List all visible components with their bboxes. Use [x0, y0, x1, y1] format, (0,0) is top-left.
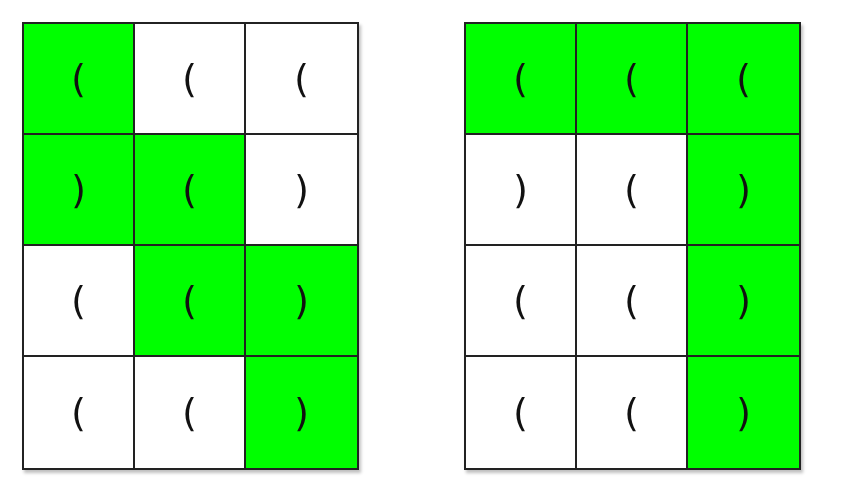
- grid-cell: (: [466, 246, 577, 357]
- grid-cell: (: [24, 246, 135, 357]
- grid-cell: ): [688, 357, 799, 468]
- grid-cell: (: [466, 357, 577, 468]
- grid-cell: (: [135, 357, 246, 468]
- grid-cell: (: [688, 24, 799, 135]
- grid-cell: (: [577, 24, 688, 135]
- grid-cell: ): [246, 246, 357, 357]
- bracket-grid-right: ((()()(()((): [464, 22, 801, 470]
- grid-cell: ): [688, 135, 799, 246]
- grid-cell: (: [135, 24, 246, 135]
- grid-cell: (: [577, 246, 688, 357]
- grid-cell: ): [24, 135, 135, 246]
- grid-cell: ): [246, 357, 357, 468]
- grid-cell: (: [135, 135, 246, 246]
- grid-cell: (: [577, 135, 688, 246]
- grid-cell: ): [466, 135, 577, 246]
- grid-cell: ): [688, 246, 799, 357]
- bracket-grid-left: ((()()(()((): [22, 22, 359, 470]
- grid-cell: (: [246, 24, 357, 135]
- grid-cell: ): [246, 135, 357, 246]
- grid-cell: (: [466, 24, 577, 135]
- grid-cell: (: [24, 24, 135, 135]
- grid-cell: (: [24, 357, 135, 468]
- grid-cell: (: [577, 357, 688, 468]
- grid-cell: (: [135, 246, 246, 357]
